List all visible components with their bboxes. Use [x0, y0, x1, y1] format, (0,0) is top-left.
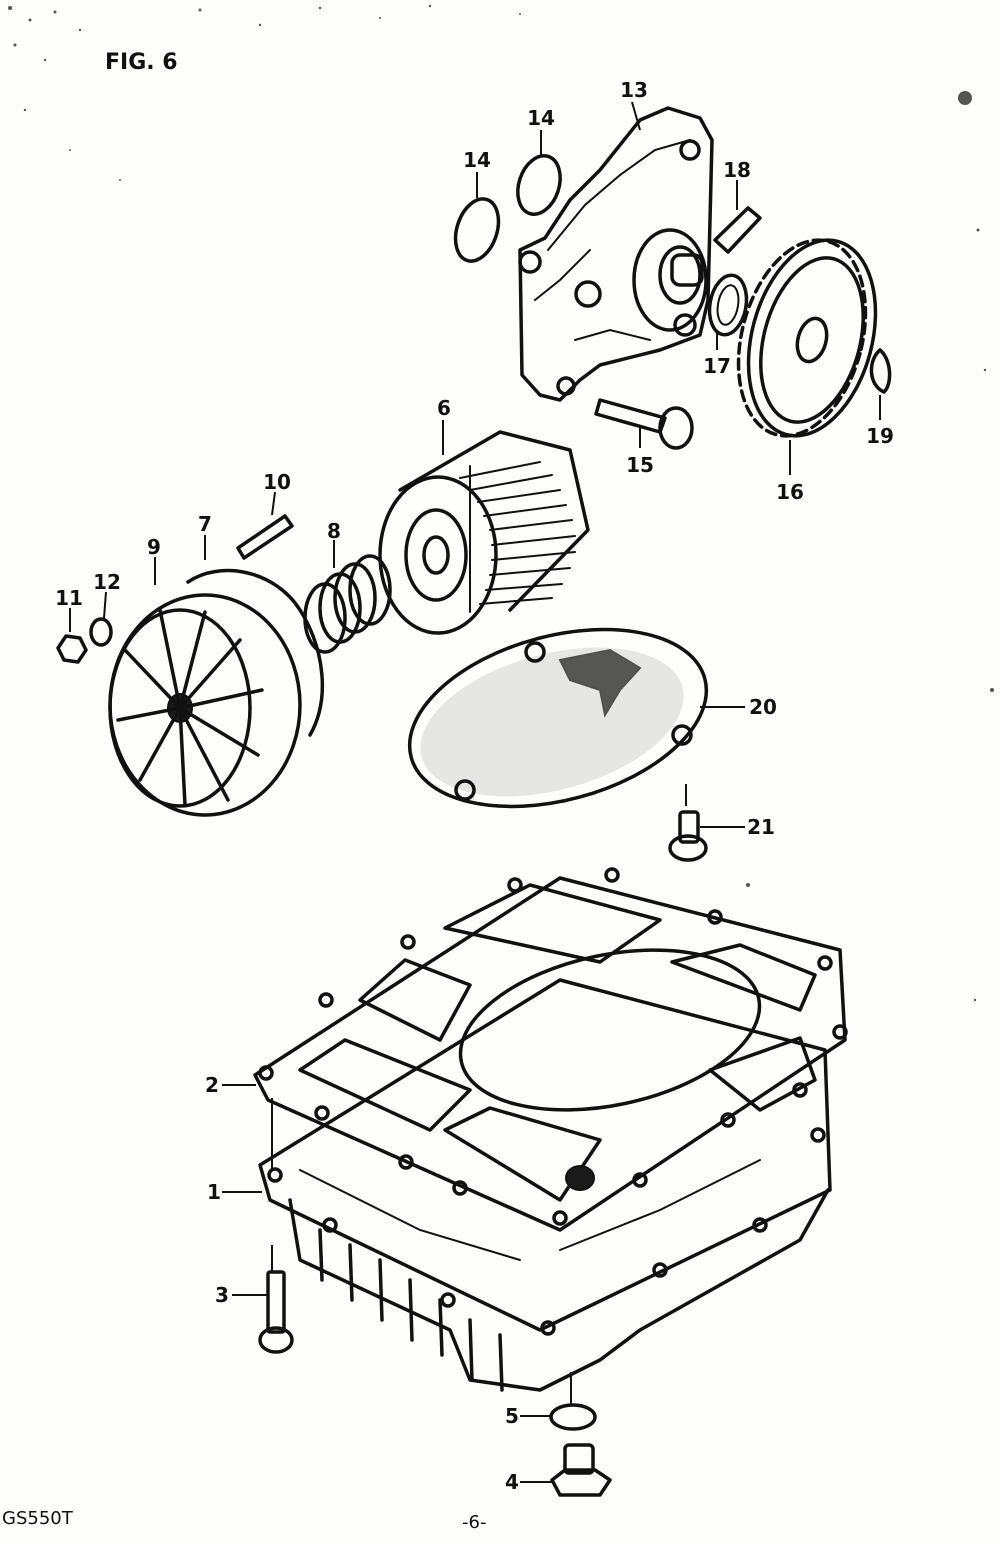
callout-7: 7 [198, 512, 212, 536]
cap-washer [89, 617, 113, 647]
callout-20: 20 [749, 695, 777, 719]
gear-circlip [869, 348, 892, 394]
pump-driven-gear [736, 238, 878, 438]
callout-3: 3 [215, 1283, 229, 1307]
oil-filter-cap [108, 593, 302, 817]
callout-15: 15 [626, 453, 654, 477]
callout-12: 12 [93, 570, 121, 594]
callout-19: 19 [866, 424, 894, 448]
callout-16: 16 [776, 480, 804, 504]
callout-1: 1 [207, 1180, 221, 1204]
figure-label: FIG. 6 [105, 50, 178, 75]
cap-nut [56, 634, 88, 664]
oil-filter [378, 430, 590, 635]
pump-o-ring [453, 197, 501, 263]
callout-4: 4 [505, 1470, 519, 1494]
oil-pan-bolt [258, 1270, 294, 1354]
callout-5: 5 [505, 1404, 519, 1428]
callout-13: 13 [620, 78, 648, 102]
callout-9: 9 [147, 535, 161, 559]
page-number: -6- [462, 1512, 487, 1533]
callout-11: 11 [55, 586, 83, 610]
callout-2: 2 [205, 1073, 219, 1097]
drain-plug-gasket [549, 1403, 597, 1431]
callout-6: 6 [437, 396, 451, 420]
filter-cap-stud [236, 514, 294, 560]
pump-pin [713, 206, 762, 254]
oil-pump [518, 106, 714, 402]
callout-21: 21 [747, 815, 775, 839]
oil-pan [258, 978, 832, 1392]
callout-10: 10 [263, 470, 291, 494]
oil-strainer [407, 627, 709, 809]
pump-screw [594, 398, 694, 450]
model-code: GS550T [2, 1508, 73, 1529]
print-noise [8, 4, 994, 1002]
callout-17: 17 [703, 354, 731, 378]
callout-18: 18 [723, 158, 751, 182]
callout-14-lower: 14 [463, 148, 491, 172]
filter-cap-o-ring [186, 568, 325, 737]
filter-spring [303, 554, 392, 654]
pump-washer [707, 273, 749, 337]
strainer-screw [668, 810, 708, 862]
pump-o-ring [516, 154, 562, 216]
drain-plug [550, 1443, 612, 1497]
callout-8: 8 [327, 519, 341, 543]
callout-14-upper: 14 [527, 106, 555, 130]
leader-lines [69, 101, 881, 1483]
oil-pan-gasket [253, 867, 848, 1232]
